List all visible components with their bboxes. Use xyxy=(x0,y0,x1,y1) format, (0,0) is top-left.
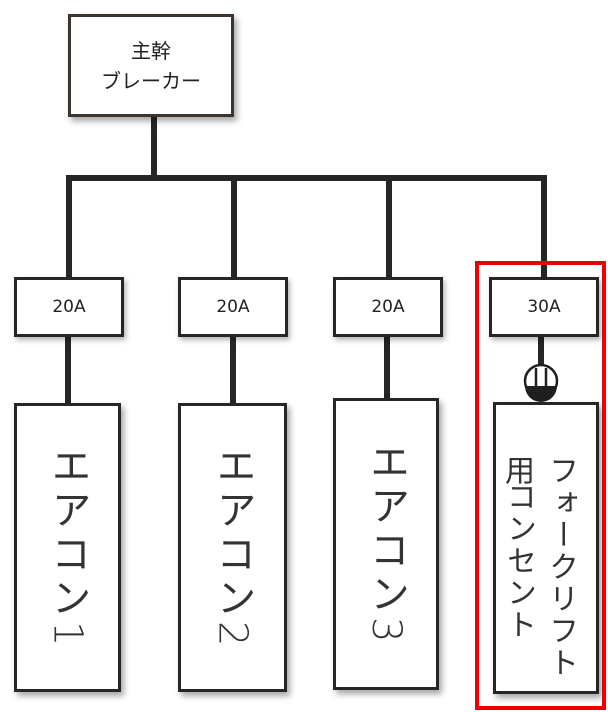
breaker-rating: 20A xyxy=(216,297,250,317)
highlight-frame xyxy=(475,261,606,710)
load-label: エアコン3 xyxy=(363,441,409,647)
branch-breaker-3: 20A xyxy=(333,277,443,337)
main-breaker-label-line2: ブレーカー xyxy=(101,68,201,93)
load-label-line1: フォークリフト用 xyxy=(499,455,578,679)
load-label-line2: コンセント xyxy=(501,481,536,641)
outlet-symbol-icon xyxy=(523,363,559,402)
load-box-aircon-2: エアコン2 xyxy=(178,403,287,692)
load-box-forklift-outlet: フォークリフト用 コンセント xyxy=(493,402,599,694)
main-breaker-label-line1: 主幹 xyxy=(131,38,171,63)
breaker-rating: 20A xyxy=(371,297,405,317)
main-breaker-box: 主幹 ブレーカー xyxy=(68,14,234,117)
breaker-rating: 20A xyxy=(52,297,86,317)
load-box-aircon-3: エアコン3 xyxy=(333,398,439,690)
branch-breaker-4: 30A xyxy=(489,277,599,337)
branch-breaker-2: 20A xyxy=(178,277,288,337)
breaker-rating: 30A xyxy=(527,297,561,317)
branch-breaker-1: 20A xyxy=(14,277,124,337)
load-box-aircon-1: エアコン1 xyxy=(14,403,121,692)
load-label: エアコン2 xyxy=(209,444,256,651)
load-label: エアコン1 xyxy=(44,444,91,651)
